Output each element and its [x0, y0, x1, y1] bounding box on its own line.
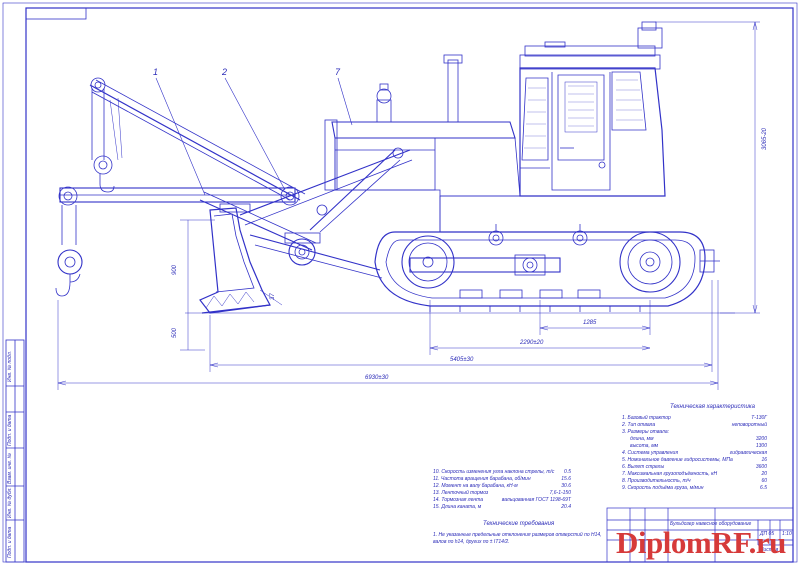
drawing-scale: 1:10: [782, 531, 792, 537]
dim-blade-500: 500: [172, 327, 178, 338]
drawing-sheet-count: Листов 1: [760, 547, 783, 553]
callout-7: 7: [335, 67, 341, 77]
side-strip-label: Подп. и дата: [7, 414, 13, 446]
tractor-body: [324, 21, 666, 232]
side-strip-label: Взам. инв. №: [7, 453, 13, 484]
side-strip-label: Подп. и дата: [7, 526, 13, 558]
side-strip-label: Инв. № дубл.: [7, 487, 13, 518]
tech-specs: Техническая характеристика 1. Базовый тр…: [622, 404, 767, 494]
requirements-title: Технические требования: [483, 521, 555, 527]
track-assembly: [374, 224, 720, 312]
dim-boom-900: 900: [172, 264, 178, 275]
title-block: [606, 507, 794, 563]
callout-1: 1: [153, 67, 159, 77]
callout-leaders: [155, 77, 353, 196]
dim-angle-37: 37: [270, 293, 276, 300]
tech-specs-title: Техническая характеристика: [670, 404, 755, 410]
tech-specs-continued: 10. Скорость изменения угла наклона стре…: [433, 470, 571, 515]
cabin: [519, 21, 666, 197]
dim-1285: 1285: [583, 320, 597, 326]
callout-2: 2: [222, 67, 228, 77]
drawing-code: ДП 05: [760, 531, 775, 537]
dim-5405: 5405±30: [450, 357, 474, 363]
dozer-blade: [199, 203, 271, 314]
dim-height-total: 3065-20: [762, 127, 768, 150]
dim-2290: 2290±20: [520, 340, 544, 346]
top-left-stamp: [25, 7, 87, 20]
dimension-lines: [57, 21, 760, 390]
spec-row: 10. Скорость изменения угла наклона стре…: [433, 469, 571, 475]
crane-boom: [55, 77, 413, 297]
inner-frame: [25, 7, 794, 563]
drawing-name: Бульдозер навесное оборудование: [670, 521, 752, 527]
watermark-logo: DiplomRF.ru: [616, 525, 786, 560]
requirements-line-2: валов по h14, других по ± IT14/2.: [433, 539, 510, 545]
side-strip-label: Инв. № подл.: [7, 350, 13, 382]
spec-row: 3. Размеры отвала:: [622, 429, 670, 435]
spec-row: 5. Номинальное давление гидросистемы, МП…: [622, 457, 767, 463]
requirements-line-1: 1. Не указанные предельные отклонения ра…: [433, 532, 602, 538]
dim-6930: 6930±30: [365, 375, 389, 381]
